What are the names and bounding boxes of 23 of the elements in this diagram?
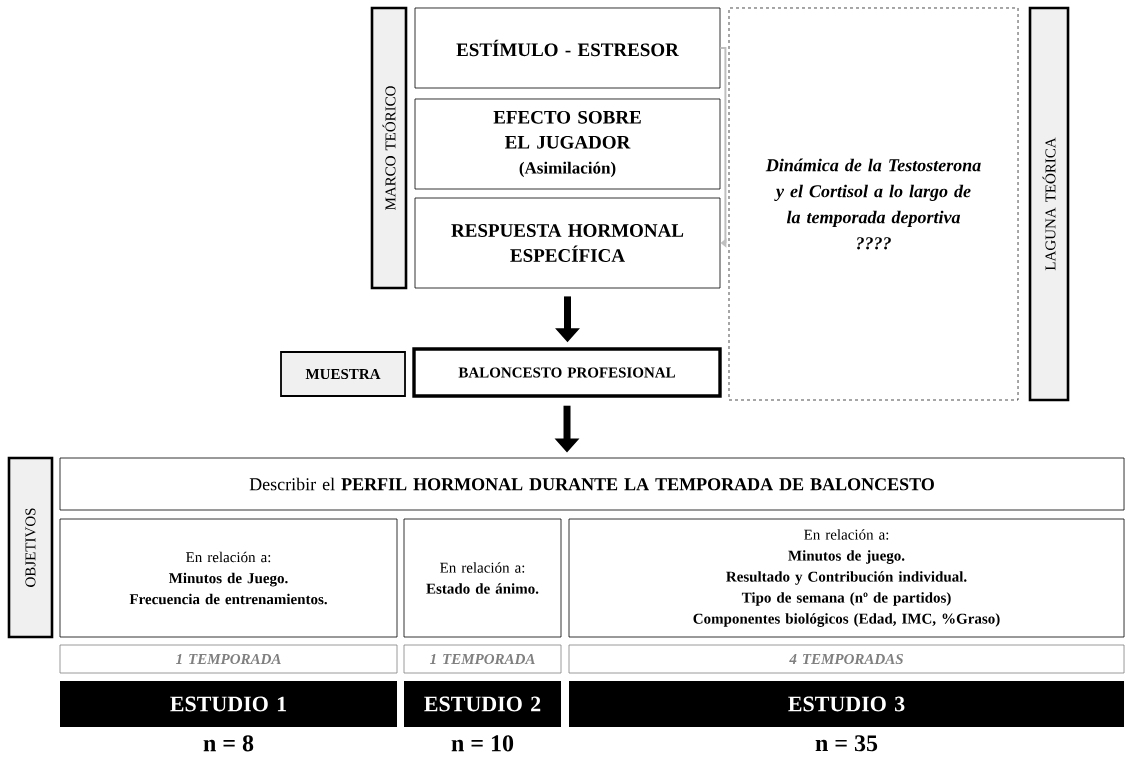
study-banner: ESTUDIO 2 — [404, 681, 561, 727]
process-box: ESTÍMULO - ESTRESOR — [414, 7, 721, 89]
study-banner: ESTUDIO 1 — [60, 681, 397, 727]
process-box: EFECTO SOBRE EL JUGADOR (Asimilación) — [414, 98, 721, 190]
vertical-label-box: MARCO TEÓRICO — [370, 6, 408, 290]
study-banner: ESTUDIO 3 — [569, 681, 1124, 727]
season-box: 4 TEMPORADAS — [568, 644, 1125, 674]
label-box: MUESTRA — [280, 351, 406, 397]
sample-size-label: n = 35 — [815, 735, 878, 752]
process-box: RESPUESTA HORMONAL ESPECÍFICA — [414, 197, 721, 289]
season-box: 1 TEMPORADA — [59, 644, 398, 674]
sample-size-label: n = 8 — [203, 735, 254, 752]
sample-size-label: n = 10 — [451, 735, 514, 752]
objective-box: En relación a: Minutos de juego. Resultado y Contribución individual. Tipo de semana (nº de partidos) Componentes biológicos (Edad, IMC, %Graso) — [568, 518, 1125, 638]
vertical-label-box: OBJETIVOS — [7, 456, 54, 639]
objective-box: En relación a: Minutos de Juego. Frecuencia de entrenamientos. — [59, 518, 398, 638]
vertical-label-box: LAGUNA TEÓRICA — [1028, 6, 1070, 402]
sample-box: BALONCESTO PROFESIONAL — [412, 347, 722, 398]
objective-box: En relación a: Estado de ánimo. — [403, 518, 562, 638]
season-box: 1 TEMPORADA — [403, 644, 562, 674]
dashed-note-box: Dinámica de la Testosterona y el Cortisol a lo largo de la temporada deportiva ???? — [728, 7, 1019, 401]
objective-box: Describir el PERFIL HORMONAL DURANTE LA TEMPORADA DE BALONCESTO — [59, 457, 1125, 511]
arrow — [719, 47, 728, 248]
